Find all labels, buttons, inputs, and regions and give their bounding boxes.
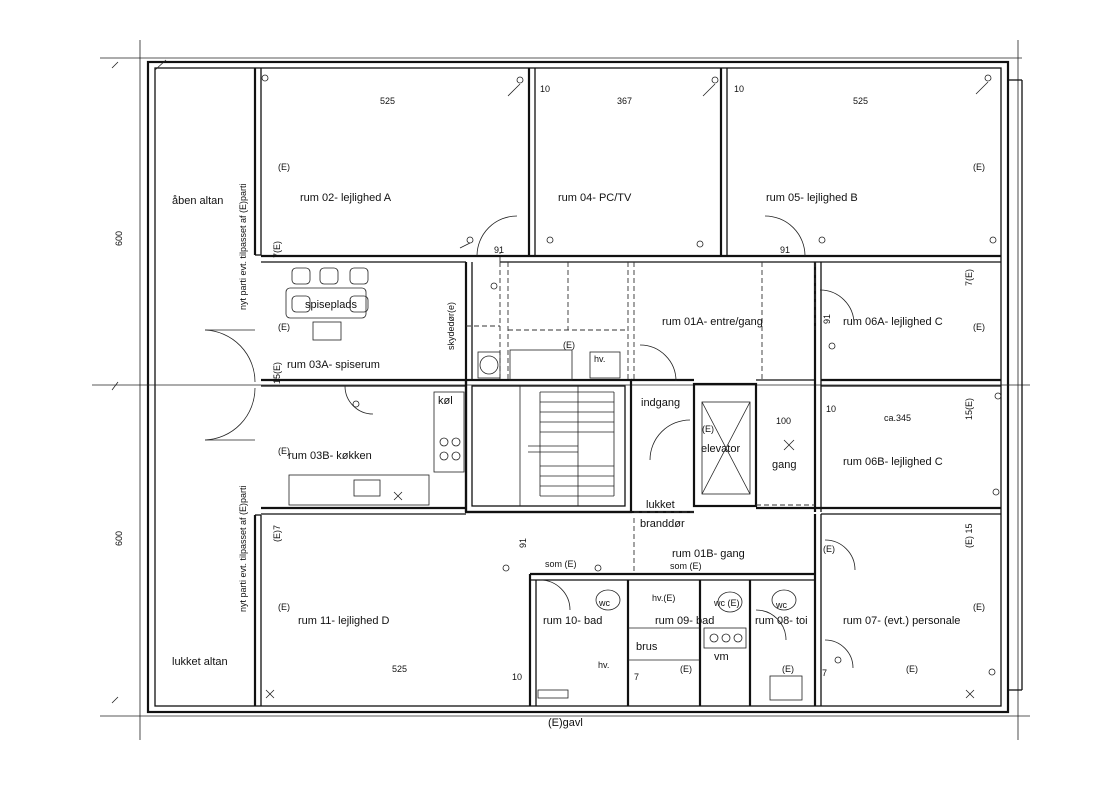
dim-top-middle: 367	[617, 96, 632, 106]
open-balcony-label: åben altan	[172, 195, 223, 207]
room-01a-label: rum 01A- entre/gang	[662, 316, 763, 328]
existing-marker: (E)	[278, 322, 290, 332]
dim-door-b: 91	[780, 245, 790, 255]
dim-side-e: (E) 15	[964, 523, 974, 548]
dim-height-top: 600	[114, 231, 124, 246]
room-01b-label: rum 01B- gang	[672, 548, 745, 560]
room-02-label: rum 02- lejlighed A	[300, 192, 392, 204]
room-11-label: rum 11- lejlighed D	[298, 615, 390, 627]
corridor-label: gang	[772, 459, 796, 471]
room-labels: rum 02- lejlighed A rum 04- PC/TV rum 05…	[287, 192, 960, 627]
as-existing-label-1: som (E)	[545, 559, 577, 569]
dim-door-d: 91	[518, 538, 528, 548]
width-approx-label: ca.345	[884, 413, 911, 423]
dim-side-d: 15(E)	[964, 398, 974, 420]
wc-label-3: wc	[775, 600, 787, 610]
dim-side-a: 7(E)	[272, 241, 282, 258]
washing-machine-label: vm	[714, 651, 729, 663]
dim-door-a: 91	[494, 245, 504, 255]
elevator-label: elevator	[701, 443, 740, 455]
dim-side-c: 15(E)	[272, 362, 282, 384]
room-10-label: rum 10- bad	[543, 615, 602, 627]
entrance-label: indgang	[641, 397, 680, 409]
dim-side-f: (E)7	[272, 525, 282, 542]
annotations: åben altan lukket altan nyt parti evt. t…	[172, 183, 911, 729]
shower-label: brus	[636, 641, 658, 653]
furniture	[285, 267, 803, 701]
existing-marker: (E)	[278, 446, 290, 456]
dim-wc-b: 7	[822, 668, 827, 678]
dim-wall-b: 10	[734, 84, 744, 94]
dim-elevator-gap: 100	[776, 416, 791, 426]
dining-place-label: spiseplads	[305, 299, 357, 311]
dimension-ticks	[111, 59, 167, 704]
existing-marker: (E)	[906, 664, 918, 674]
fixture-symbols	[261, 74, 1002, 699]
dim-side-b: 7(E)	[964, 269, 974, 286]
staircase	[519, 386, 615, 506]
room-08-label: rum 08- toi	[755, 615, 808, 627]
existing-marker: (E)	[973, 602, 985, 612]
existing-marker: (E)	[278, 162, 290, 172]
dim-bottom: 525	[392, 664, 407, 674]
dim-top-left: 525	[380, 96, 395, 106]
dimensions: 525 367 525 10 10 10 10 91 91 91 91 600 …	[114, 84, 974, 682]
washbasin-label-2: hv.(E)	[652, 593, 675, 603]
dim-height-bottom: 600	[114, 531, 124, 546]
existing-marker: (E)	[973, 322, 985, 332]
room-04-label: rum 04- PC/TV	[558, 192, 632, 204]
room-03b-label: rum 03B- køkken	[288, 450, 372, 462]
dim-wc-a: 7	[634, 672, 639, 682]
dim-top-right: 525	[853, 96, 868, 106]
fridge-label: køl	[438, 395, 453, 407]
existing-marker: (E)	[563, 340, 575, 350]
room-06a-label: rum 06A- lejlighed C	[843, 316, 943, 328]
washbasin-label-1: hv.	[594, 354, 605, 364]
new-section-note-bottom: nyt parti evt. tilpasset af (E)parti	[238, 485, 248, 612]
as-existing-label-2: som (E)	[670, 561, 702, 571]
fire-door-label: branddør	[640, 518, 685, 530]
closed-label: lukket	[646, 499, 675, 511]
new-section-note-top: nyt parti evt. tilpasset af (E)parti	[238, 183, 248, 310]
room-06b-label: rum 06B- lejlighed C	[843, 456, 943, 468]
room-05-label: rum 05- lejlighed B	[766, 192, 858, 204]
existing-marker: (E)	[680, 664, 692, 674]
outer-walls	[92, 40, 1030, 740]
existing-gable-label: (E)gavl	[548, 717, 583, 729]
interior-walls	[253, 68, 1001, 706]
sliding-door-label: skydedør(e)	[446, 302, 456, 350]
washbasin-label-3: hv.	[598, 660, 609, 670]
room-03a-label: rum 03A- spiserum	[287, 359, 380, 371]
dim-wall-c: 10	[826, 404, 836, 414]
room-09-label: rum 09- bad	[655, 615, 714, 627]
wc-label-2: wc (E)	[713, 598, 740, 608]
existing-marker: (E)	[702, 424, 714, 434]
dim-wall-d: 10	[512, 672, 522, 682]
existing-marker: (E)	[278, 602, 290, 612]
wc-label-1: wc	[598, 598, 610, 608]
existing-marker: (E)	[973, 162, 985, 172]
existing-marker: (E)	[823, 544, 835, 554]
existing-marker: (E)	[782, 664, 794, 674]
dim-wall-a: 10	[540, 84, 550, 94]
room-07-label: rum 07- (evt.) personale	[843, 615, 960, 627]
closed-balcony-label: lukket altan	[172, 656, 228, 668]
dim-door-c: 91	[822, 314, 832, 324]
existing-markers: (E) (E) (E) (E) (E) (E) (E) (E) (E) (E) …	[278, 162, 985, 674]
